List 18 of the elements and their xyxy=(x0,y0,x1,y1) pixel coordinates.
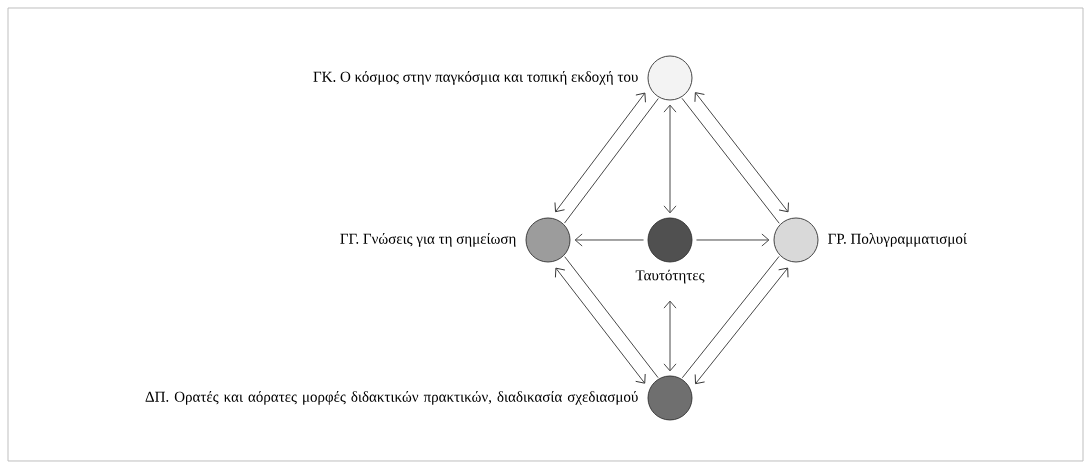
circle-node xyxy=(647,375,693,421)
arrow xyxy=(663,104,677,214)
arrow xyxy=(574,233,644,247)
node-label: ΓΚ. Ο κόσμος στην παγκόσμια και τοπική εκδοχή του xyxy=(313,71,638,85)
arrow xyxy=(694,267,789,385)
circle-node xyxy=(525,217,571,263)
arrow xyxy=(694,92,789,213)
node-label: Ταυτότητες xyxy=(635,269,705,284)
node-label: ΔΠ. Ορατές και αόρατες μορφές διδακτικών πρακτικών, διαδικασία σχεδιασμού xyxy=(145,391,638,405)
arrow xyxy=(663,300,677,372)
node-label: ΓΡ. Πολυγραμματισμοί xyxy=(828,233,967,247)
circle-node xyxy=(647,55,693,101)
circle-node xyxy=(773,217,819,263)
arrow xyxy=(554,92,646,213)
circle-node xyxy=(647,217,693,263)
arrow xyxy=(696,233,770,247)
node-label: ΓΓ. Γνώσεις για τη σημείωση xyxy=(340,233,516,247)
arrow xyxy=(554,267,646,384)
